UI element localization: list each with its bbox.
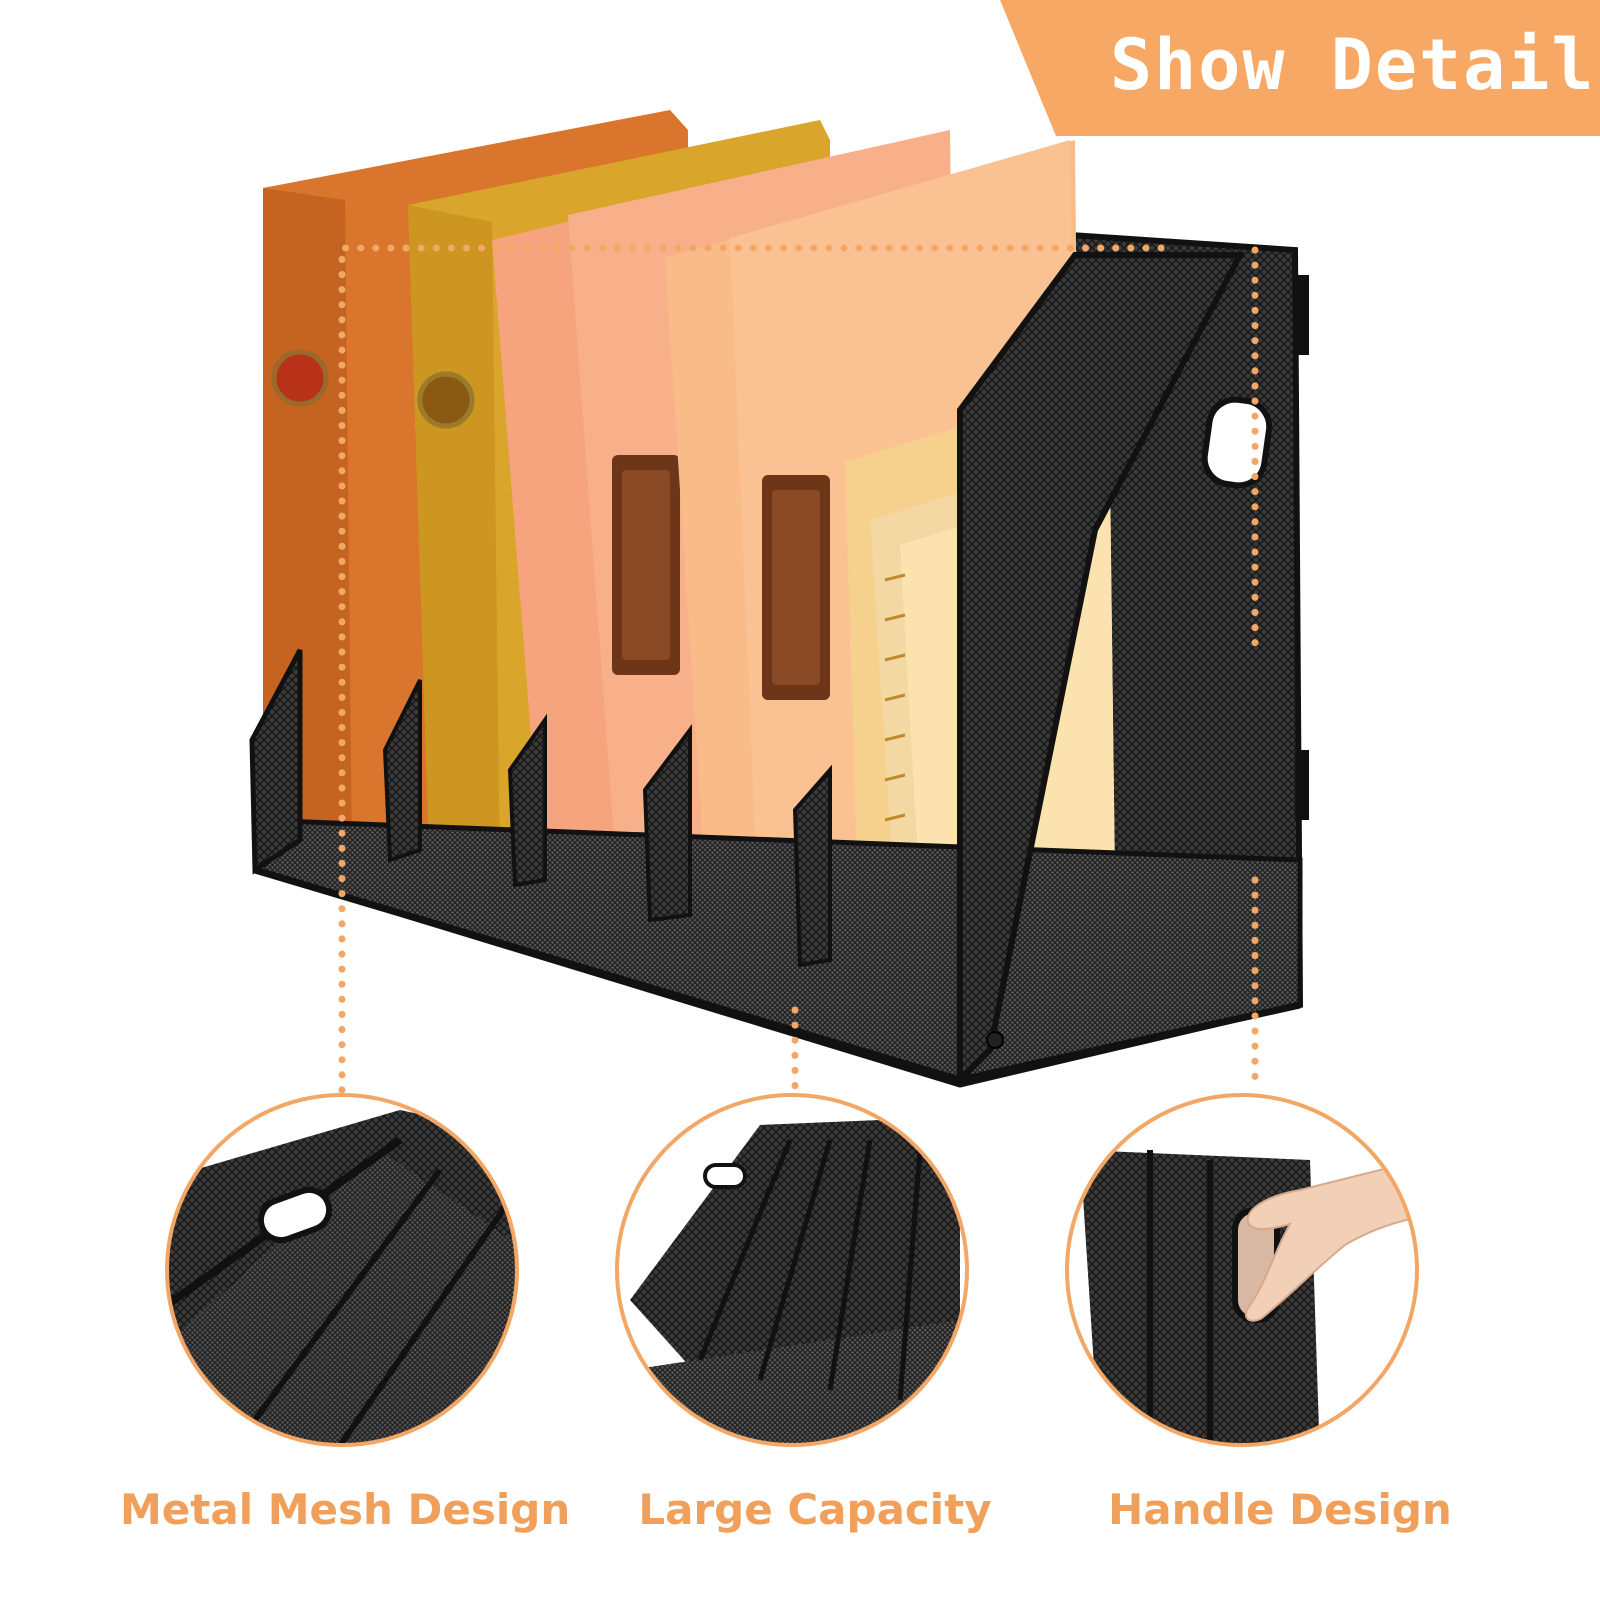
closeup-capacity: [615, 1093, 969, 1447]
closeup-handle: [1065, 1093, 1419, 1447]
organizer-front: [249, 252, 1303, 1088]
show-details-banner: Show Details: [1000, 0, 1600, 136]
feature-caption-handle: Handle Design: [1108, 1485, 1452, 1534]
feature-caption-large-capacity: Large Capacity: [638, 1485, 992, 1534]
banner-shape: [1000, 0, 1600, 136]
banner-title: Show Details: [1110, 24, 1600, 106]
closeup-mesh: [165, 1093, 519, 1447]
feature-caption-metal-mesh: Metal Mesh Design: [120, 1485, 571, 1534]
callout-lines: [338, 244, 1259, 1094]
